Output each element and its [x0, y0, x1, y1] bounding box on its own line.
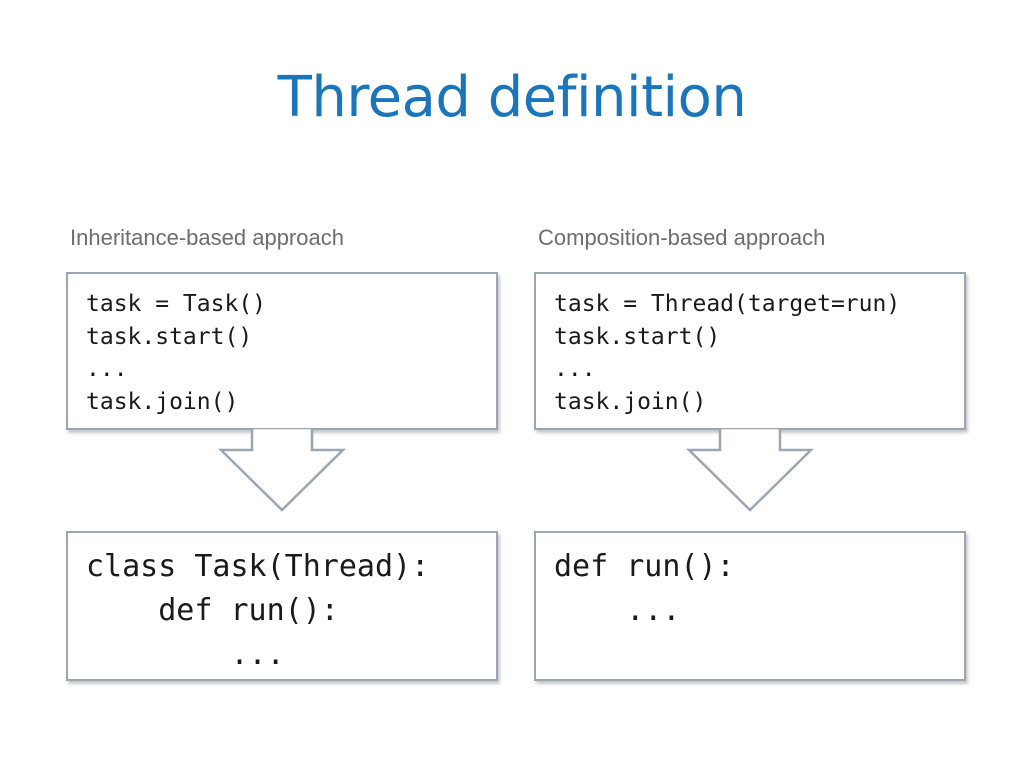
inheritance-definition-code: class Task(Thread): def run(): ... [86, 549, 430, 672]
inheritance-usage-box: task = Task() task.start() ... task.join… [66, 272, 498, 430]
composition-usage-code: task = Thread(target=run) task.start() .… [554, 291, 901, 415]
down-arrow-icon [217, 428, 347, 512]
inheritance-caption: Inheritance-based approach [70, 225, 344, 250]
composition-definition-code: def run(): ... [554, 549, 735, 628]
slide-title: Thread definition [277, 65, 747, 130]
composition-definition-box: def run(): ... [534, 531, 966, 681]
inheritance-usage-code: task = Task() task.start() ... task.join… [86, 291, 267, 415]
inheritance-definition-box: class Task(Thread): def run(): ... [66, 531, 498, 681]
composition-usage-box: task = Thread(target=run) task.start() .… [534, 272, 966, 430]
down-arrow-icon [685, 428, 815, 512]
composition-caption: Composition-based approach [538, 225, 826, 250]
